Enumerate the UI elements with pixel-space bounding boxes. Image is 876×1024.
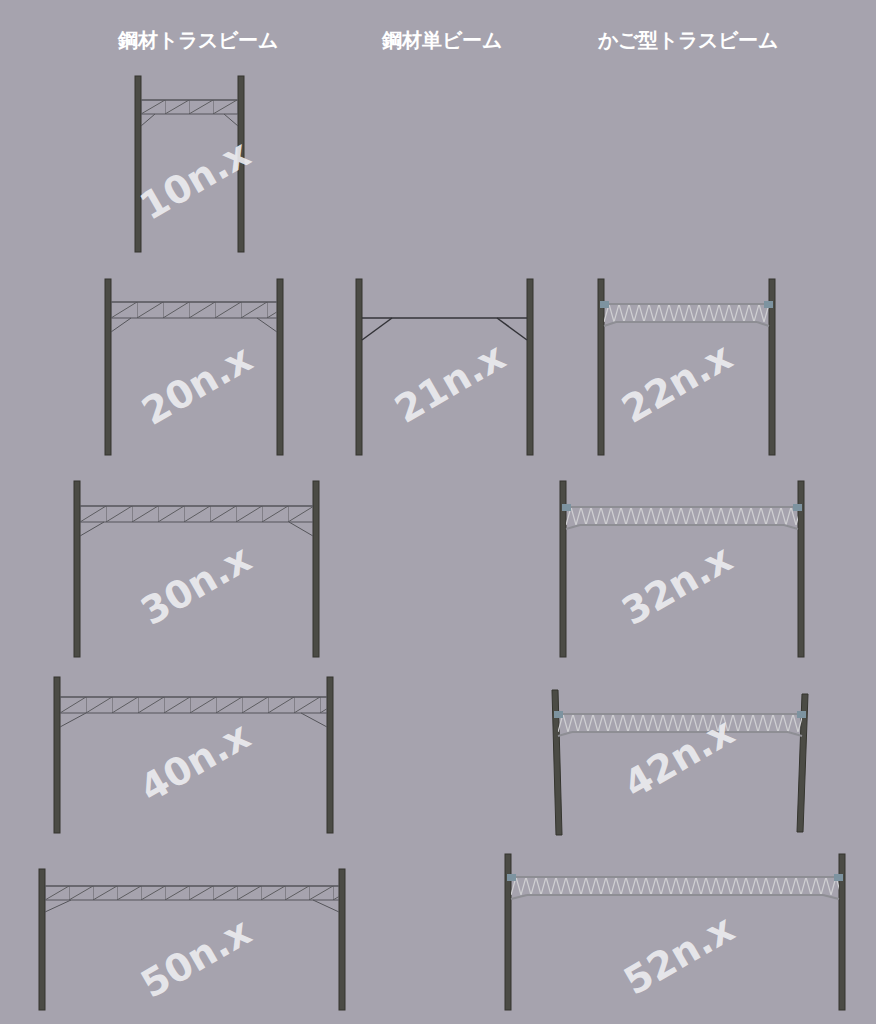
model-number: 22n.x bbox=[615, 334, 740, 432]
model-number: 32n.x bbox=[615, 536, 740, 634]
model-number: 30n.x bbox=[134, 536, 259, 634]
column-heading: かご型トラスビーム bbox=[598, 27, 778, 54]
column-heading: 鋼材単ビーム bbox=[382, 27, 502, 54]
model-number: 50n.x bbox=[134, 909, 259, 1007]
model-number: 52n.x bbox=[617, 906, 742, 1004]
poles bbox=[39, 76, 845, 1010]
cage-truss-beams bbox=[507, 301, 843, 899]
model-number: 21n.x bbox=[388, 334, 513, 432]
model-number: 20n.x bbox=[135, 336, 260, 434]
steel-truss-beams bbox=[45, 100, 339, 912]
single-beam bbox=[362, 318, 527, 340]
column-heading: 鋼材トラスビーム bbox=[118, 27, 278, 54]
model-number: 40n.x bbox=[133, 713, 258, 811]
